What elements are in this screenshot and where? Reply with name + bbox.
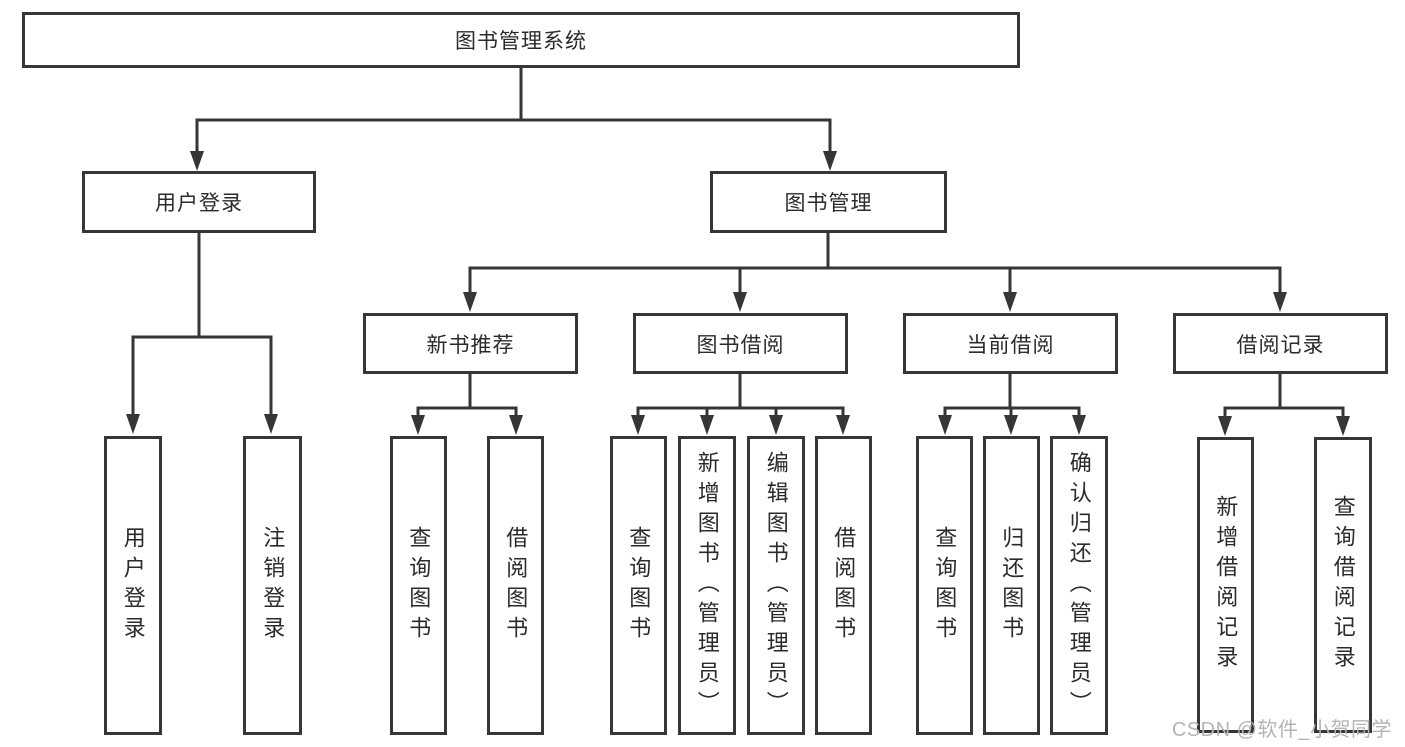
- node-new-book-recommend-label: 新书推荐: [426, 333, 515, 357]
- connector-book-borrow: [636, 374, 845, 420]
- node-current-borrowing: 当前借阅: [903, 313, 1118, 374]
- arrow-icon: [411, 415, 425, 435]
- leaf-borrow-books-2: 借阅图书: [815, 436, 872, 735]
- leaf-return-books-label: 归还图书: [999, 525, 1025, 646]
- arrow-icon: [823, 151, 837, 171]
- node-borrow-records: 借阅记录: [1173, 313, 1388, 374]
- leaf-borrow-books-1-label: 借阅图书: [503, 525, 529, 646]
- arrow-icon: [264, 414, 278, 434]
- arrow-icon: [463, 292, 477, 312]
- leaf-query-books-3: 查询图书: [916, 436, 973, 735]
- arrow-icon: [733, 292, 747, 312]
- watermark: CSDN @软件_小贺同学: [1171, 719, 1392, 741]
- node-user-login-label: 用户登录: [155, 192, 243, 215]
- arrow-icon: [126, 414, 140, 434]
- leaf-query-books-1: 查询图书: [390, 436, 447, 735]
- leaf-query-books-2: 查询图书: [610, 436, 667, 735]
- leaf-borrow-books-1: 借阅图书: [487, 436, 544, 735]
- leaf-query-books-1-label: 查询图书: [406, 525, 432, 646]
- leaf-add-book-admin: 新增图书（管理员）: [678, 436, 736, 735]
- connector-root: [195, 68, 832, 155]
- connector-current-borrow: [943, 374, 1081, 420]
- arrow-icon: [1003, 292, 1017, 312]
- leaf-logout: 注销登录: [243, 436, 302, 735]
- leaf-query-borrow-record-label: 查询借阅记录: [1330, 495, 1356, 675]
- arrow-icon: [509, 415, 523, 435]
- arrow-icon: [1273, 292, 1287, 312]
- arrow-icon: [938, 415, 952, 435]
- node-root-label: 图书管理系统: [455, 30, 587, 53]
- arrow-icon: [769, 415, 783, 435]
- node-root: 图书管理系统: [22, 12, 1020, 68]
- node-current-borrowing-label: 当前借阅: [966, 333, 1055, 357]
- leaf-add-borrow-record-label: 新增借阅记录: [1213, 495, 1239, 675]
- arrow-icon: [1004, 415, 1018, 435]
- arrowheads: [126, 151, 1350, 436]
- leaf-user-login-label: 用户登录: [120, 525, 146, 646]
- leaf-edit-book-admin-label: 编辑图书（管理员）: [763, 450, 789, 721]
- connector-borrow-records: [1223, 374, 1345, 421]
- leaf-edit-book-admin: 编辑图书（管理员）: [747, 436, 805, 735]
- leaf-borrow-books-2-label: 借阅图书: [831, 525, 857, 646]
- leaf-user-login: 用户登录: [104, 436, 162, 735]
- arrow-icon: [1336, 416, 1350, 436]
- leaf-confirm-return-admin: 确认归还（管理员）: [1050, 436, 1108, 735]
- arrow-icon: [1218, 416, 1232, 436]
- leaf-query-books-3-label: 查询图书: [932, 525, 958, 646]
- node-book-borrowing-label: 图书借阅: [696, 333, 785, 357]
- connector-user-login: [131, 233, 273, 418]
- node-new-book-recommend: 新书推荐: [363, 313, 578, 374]
- arrow-icon: [1072, 415, 1086, 435]
- leaf-add-book-admin-label: 新增图书（管理员）: [694, 450, 720, 721]
- leaf-add-borrow-record: 新增借阅记录: [1197, 437, 1254, 733]
- connector-new-book-rec: [416, 374, 518, 420]
- node-book-management-label: 图书管理: [784, 192, 873, 215]
- leaf-query-borrow-record: 查询借阅记录: [1314, 437, 1372, 733]
- node-book-borrowing: 图书借阅: [633, 313, 848, 374]
- node-book-management: 图书管理: [710, 171, 947, 233]
- leaf-query-books-2-label: 查询图书: [626, 525, 652, 646]
- leaf-logout-label: 注销登录: [260, 525, 286, 646]
- arrow-icon: [190, 151, 204, 171]
- node-user-login: 用户登录: [82, 171, 316, 233]
- arrow-icon: [700, 415, 714, 435]
- node-borrow-records-label: 借阅记录: [1236, 333, 1325, 357]
- arrow-icon: [836, 415, 850, 435]
- arrow-icon: [631, 415, 645, 435]
- leaf-return-books: 归还图书: [983, 436, 1040, 735]
- leaf-confirm-return-admin-label: 确认归还（管理员）: [1066, 450, 1092, 721]
- connector-book-management: [468, 233, 1282, 297]
